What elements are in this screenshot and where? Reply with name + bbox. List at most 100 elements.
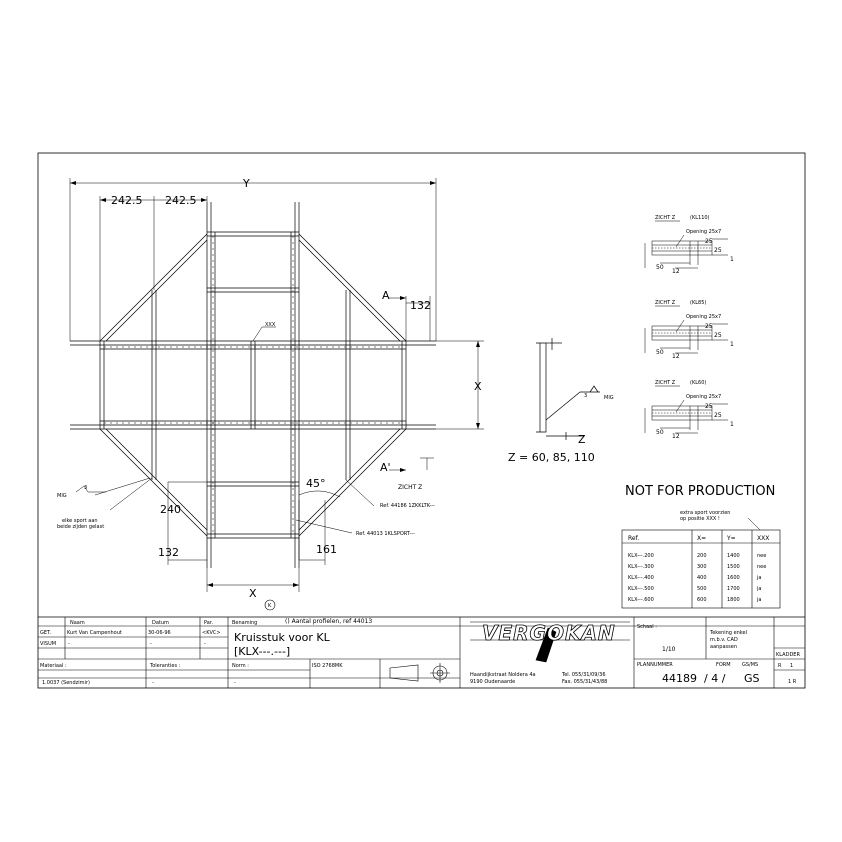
dim-132-top: 132 bbox=[410, 299, 431, 312]
company-tel: Tel. 055/31/09/36 bbox=[561, 672, 606, 678]
ref-table-cell: KLX---.200 bbox=[628, 553, 654, 559]
gs-ms-label: GS/MS bbox=[742, 662, 758, 668]
dim-y-total: Y bbox=[242, 177, 250, 190]
opening-label: Opening 25x7 bbox=[686, 394, 721, 400]
norm-value: ISO 2768MK bbox=[312, 663, 343, 669]
form-label: FORM bbox=[716, 662, 731, 668]
zicht-z-title: ZICHT Z bbox=[655, 215, 676, 221]
schaal-label: Schaal : bbox=[637, 624, 657, 630]
weld-note-line2: beide zijden gelast bbox=[57, 524, 104, 530]
ref-44013-label: Ref. 44013 1KLSPORT--- bbox=[356, 531, 415, 537]
dim-1: 1 bbox=[730, 341, 734, 348]
weld-size-right: 3 bbox=[584, 393, 587, 399]
get-par: <KVC> bbox=[202, 630, 221, 636]
visum-datum: - bbox=[150, 641, 152, 647]
dim-1: 1 bbox=[730, 256, 734, 263]
ref-table-cell: 300 bbox=[697, 564, 707, 570]
ref-table-cell: KLX---.600 bbox=[628, 597, 654, 603]
aantal-note: () Aantal profielen, ref 44013 bbox=[285, 618, 372, 625]
tekening-note-line1: Tekening enkel bbox=[709, 630, 747, 636]
dim-25-upper: 25 bbox=[705, 403, 713, 410]
plan-number: 44189 bbox=[662, 672, 697, 685]
norm-dash: - bbox=[234, 680, 236, 686]
ref-table-header: X= bbox=[697, 535, 706, 542]
get-datum: 30-06-96 bbox=[148, 630, 171, 636]
sheet-prefix: R bbox=[778, 663, 782, 669]
company-fax: Fax. 055/31/43/88 bbox=[562, 679, 607, 685]
tekening-note-line2: m.b.v. CAD bbox=[710, 637, 738, 643]
opening-label: Opening 25x7 bbox=[686, 314, 721, 320]
ref-table-cell: 600 bbox=[697, 597, 707, 603]
planummer-label: PLANNUMMER bbox=[637, 662, 673, 668]
ref-table-cell: 1700 bbox=[727, 586, 740, 592]
profile-section bbox=[536, 338, 600, 440]
section-a-prime-label: A' bbox=[380, 461, 391, 474]
extra-sport-note-line2: op positie XXX ! bbox=[680, 516, 720, 522]
materiaal-label: Materiaal : bbox=[40, 663, 67, 669]
dimension-arrowheads bbox=[70, 181, 480, 587]
col-datum: Datum bbox=[152, 620, 169, 626]
not-for-production-stamp: NOT FOR PRODUCTION bbox=[625, 484, 775, 499]
visum-par: - bbox=[204, 641, 206, 647]
extra-sport-note-line1: extra sport voorzien bbox=[680, 510, 730, 516]
weld-size-left: 3 bbox=[84, 485, 87, 491]
dim-240: 240 bbox=[160, 503, 181, 516]
company-logo: VERGOKAN bbox=[470, 621, 630, 663]
dim-12: 12 bbox=[672, 268, 680, 275]
ref-table-cell: 1500 bbox=[727, 564, 740, 570]
dim-1: 1 bbox=[730, 421, 734, 428]
weld-note-line1: elke sport aan bbox=[62, 518, 98, 524]
ref-table-header: XXX bbox=[757, 535, 769, 542]
z-values-label: Z = 60, 85, 110 bbox=[508, 451, 595, 464]
dim-arm-left: 242.5 bbox=[111, 194, 143, 207]
zicht-z-variant: (KL110) bbox=[690, 215, 710, 221]
dim-50: 50 bbox=[656, 349, 664, 356]
drawing-title-line1: Kruisstuk voor KL bbox=[234, 631, 331, 644]
ref-table-grid bbox=[621, 529, 781, 609]
ref-table-cell: KLX---.300 bbox=[628, 564, 654, 570]
dim-x-bottom: X bbox=[249, 587, 257, 600]
col-naam: Naam bbox=[70, 620, 85, 626]
dim-25-lower: 25 bbox=[714, 247, 722, 254]
section-a-label: A bbox=[382, 289, 390, 302]
tekening-note-line3: aanpassen bbox=[710, 644, 737, 650]
ref-table-cell: ja bbox=[756, 575, 761, 581]
dim-132-bottom: 132 bbox=[158, 546, 179, 559]
dim-12: 12 bbox=[672, 353, 680, 360]
dim-angle: 45° bbox=[306, 477, 326, 490]
kladder-label: KLADDER bbox=[776, 652, 800, 658]
ref-table-cell: 200 bbox=[697, 553, 707, 559]
zicht-z-detail-views: ZICHT Z(KL110)Opening 25x7252550121ZICHT… bbox=[644, 215, 734, 440]
company-name: VERGOKAN bbox=[482, 621, 616, 645]
row-visum: VISUM bbox=[40, 641, 56, 647]
company-address-line2: 9190 Oudenaarde bbox=[470, 679, 515, 685]
leader-lines bbox=[75, 326, 375, 534]
ref-table-header: Y= bbox=[726, 535, 736, 542]
extra-sport-leader bbox=[747, 517, 761, 531]
col-par: Par. bbox=[204, 620, 213, 626]
get-naam: Kurt Van Campenhout bbox=[67, 630, 122, 636]
plan-separator: / 4 / bbox=[704, 672, 726, 685]
zicht-z-variant: (KL60) bbox=[690, 380, 706, 386]
zicht-z-title: ZICHT Z bbox=[655, 300, 676, 306]
ref-table-cell: 1600 bbox=[727, 575, 740, 581]
ref-44186-label: Ref. 44186 1ZKKLTK--- bbox=[380, 503, 435, 509]
mig-weld-left: MIG bbox=[57, 493, 67, 499]
schaal-value: 1/10 bbox=[662, 646, 676, 653]
sheet-number: 1 bbox=[790, 663, 793, 669]
dim-25-lower: 25 bbox=[714, 332, 722, 339]
cross-piece-plan-view bbox=[70, 202, 436, 568]
revision-circle bbox=[264, 599, 276, 611]
dim-25-upper: 25 bbox=[705, 238, 713, 245]
zicht-z-label: ZICHT Z bbox=[398, 484, 422, 491]
norm-label: Norm : bbox=[232, 663, 249, 669]
zicht-z-variant: (KL85) bbox=[690, 300, 706, 306]
company-address-line1: Haandijkstraat Noldera 4a bbox=[470, 672, 536, 678]
drawing-title-line2: [KLX---.---] bbox=[234, 645, 290, 658]
